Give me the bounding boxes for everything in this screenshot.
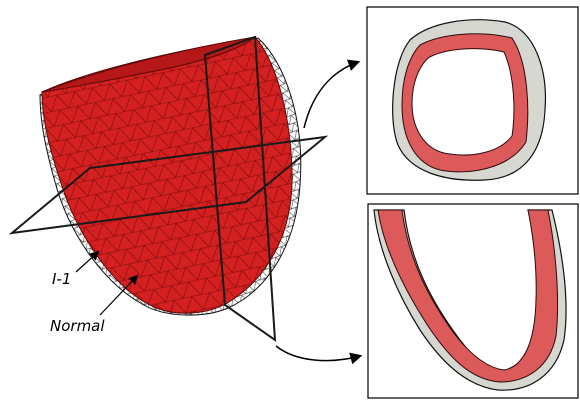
arrow-to-long-axis-panel: [276, 346, 360, 361]
infarct-red-heart: [30, 30, 310, 330]
label-normal: Normal: [50, 317, 105, 335]
label-infarct: I-1: [52, 270, 71, 288]
arrow-to-short-axis-panel: [304, 62, 358, 128]
long-axis-section-panel: [368, 204, 578, 398]
short-axis-section-panel: [367, 7, 578, 194]
